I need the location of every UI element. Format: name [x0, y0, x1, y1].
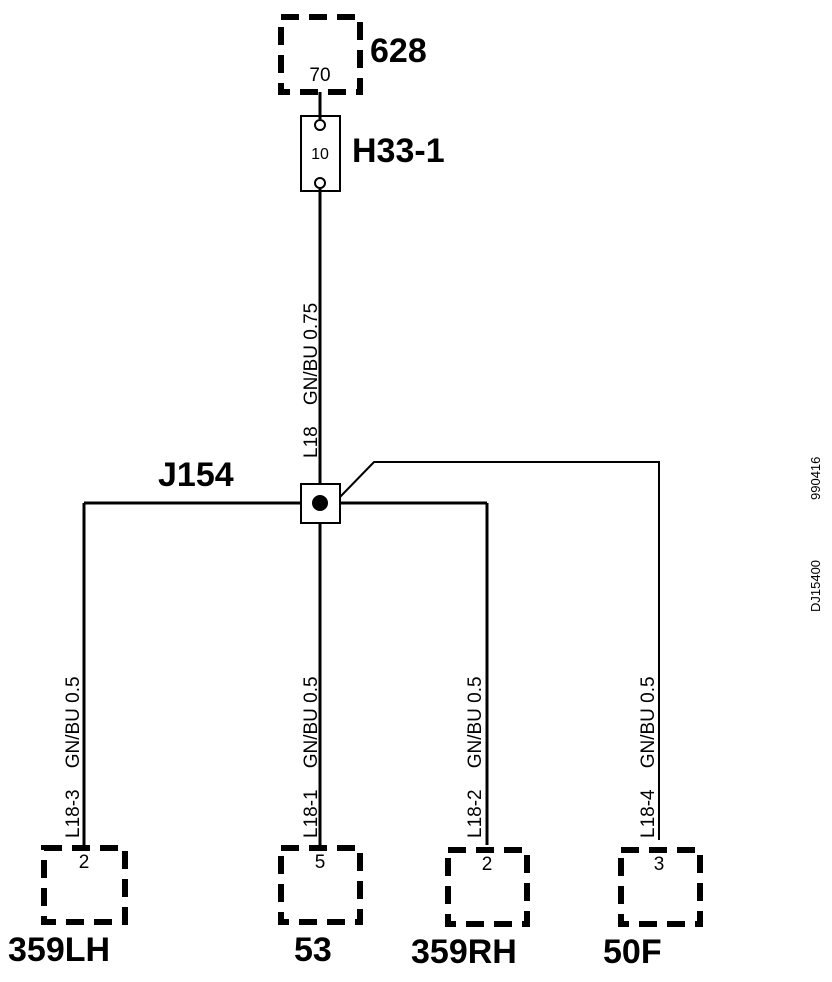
wire-l18-1-label: L18-1 GN/BU 0.5 [301, 676, 322, 838]
connector-50f: 3 50F [603, 847, 703, 971]
connector-359rh-label: 359RH [411, 933, 517, 971]
connector-359rh-box [445, 847, 530, 927]
connector-359lh-pin: 2 [79, 852, 90, 873]
connector-359rh-pin: 2 [482, 854, 493, 875]
wire-l18-label: L18 GN/BU 0.75 [301, 303, 322, 458]
splice-j154-label: J154 [158, 456, 234, 494]
connector-53: 5 53 [278, 845, 363, 969]
wire-l18-3-label: L18-3 GN/BU 0.5 [63, 676, 84, 838]
wire-l18-2-label: L18-2 GN/BU 0.5 [465, 676, 486, 838]
connector-50f-label: 50F [603, 933, 662, 971]
bus-to-50f [339, 461, 660, 840]
connector-628-pin: 70 [309, 65, 330, 86]
connector-359lh: 2 359LH [8, 845, 128, 969]
h33-1-terminal-bottom [314, 177, 326, 189]
connector-50f-box [618, 847, 703, 927]
connector-628: 70 628 [278, 14, 427, 95]
drawing-code: DJ15400 [808, 560, 823, 612]
connector-359lh-label: 359LH [8, 931, 110, 969]
date-code: 990416 [808, 457, 823, 500]
connector-359lh-box [41, 845, 128, 925]
connector-53-label: 53 [294, 931, 332, 969]
h33-1-terminal-top [314, 119, 326, 131]
connector-53-pin: 5 [315, 852, 326, 873]
splice-j154: J154 [158, 456, 341, 524]
h33-1-label: H33-1 [352, 132, 445, 170]
wire-l18-4-label: L18-4 GN/BU 0.5 [638, 676, 659, 838]
component-h33-1: 10 H33-1 [300, 115, 445, 192]
h33-1-pin: 10 [311, 146, 329, 163]
connector-53-box [278, 845, 363, 925]
connector-628-box [278, 14, 363, 95]
connector-359rh: 2 359RH [411, 847, 530, 971]
splice-j154-dot [312, 495, 328, 511]
connector-628-label: 628 [370, 32, 427, 70]
connector-50f-pin: 3 [654, 854, 665, 875]
